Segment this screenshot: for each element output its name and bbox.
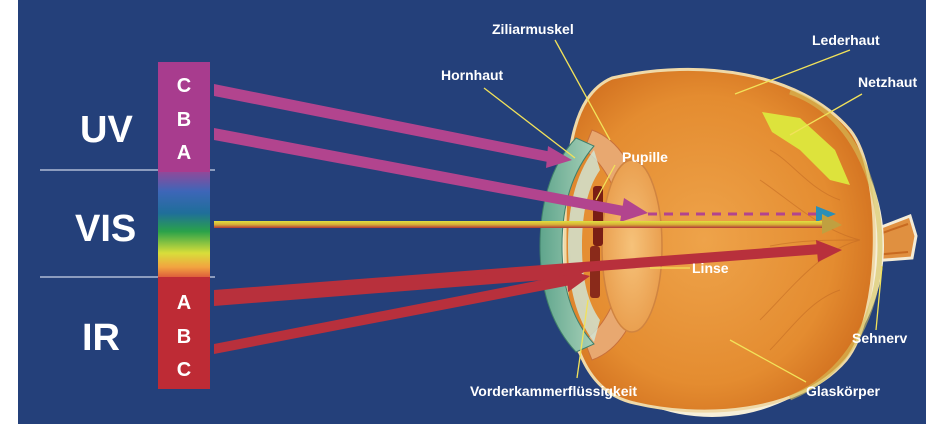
label-glaskoerper: Glaskörper <box>806 383 880 399</box>
label-sehnerv: Sehnerv <box>852 330 907 346</box>
label-hornhaut: Hornhaut <box>441 67 504 83</box>
label-pupille: Pupille <box>622 149 668 165</box>
uv-letter-b: B <box>177 109 191 131</box>
label-linse: Linse <box>692 260 729 276</box>
uv-letter-c: C <box>177 75 191 97</box>
ir-letter-c: C <box>177 359 191 381</box>
ir-letter-a: A <box>177 292 191 314</box>
visible-spectrum-block <box>158 172 210 280</box>
ir-label: IR <box>82 317 120 359</box>
uv-letter-a: A <box>177 142 191 164</box>
label-lederhaut: Lederhaut <box>812 32 880 48</box>
lens <box>602 160 662 332</box>
uv-label: UV <box>80 109 133 151</box>
vis-label: VIS <box>75 208 136 250</box>
visible-ray <box>214 221 832 228</box>
label-ziliarmuskel: Ziliarmuskel <box>492 21 574 37</box>
label-netzhaut: Netzhaut <box>858 74 917 90</box>
ir-letter-b: B <box>177 326 191 348</box>
label-vorderkammerfluessigkeit: Vorderkammerflüssigkeit <box>470 383 637 399</box>
